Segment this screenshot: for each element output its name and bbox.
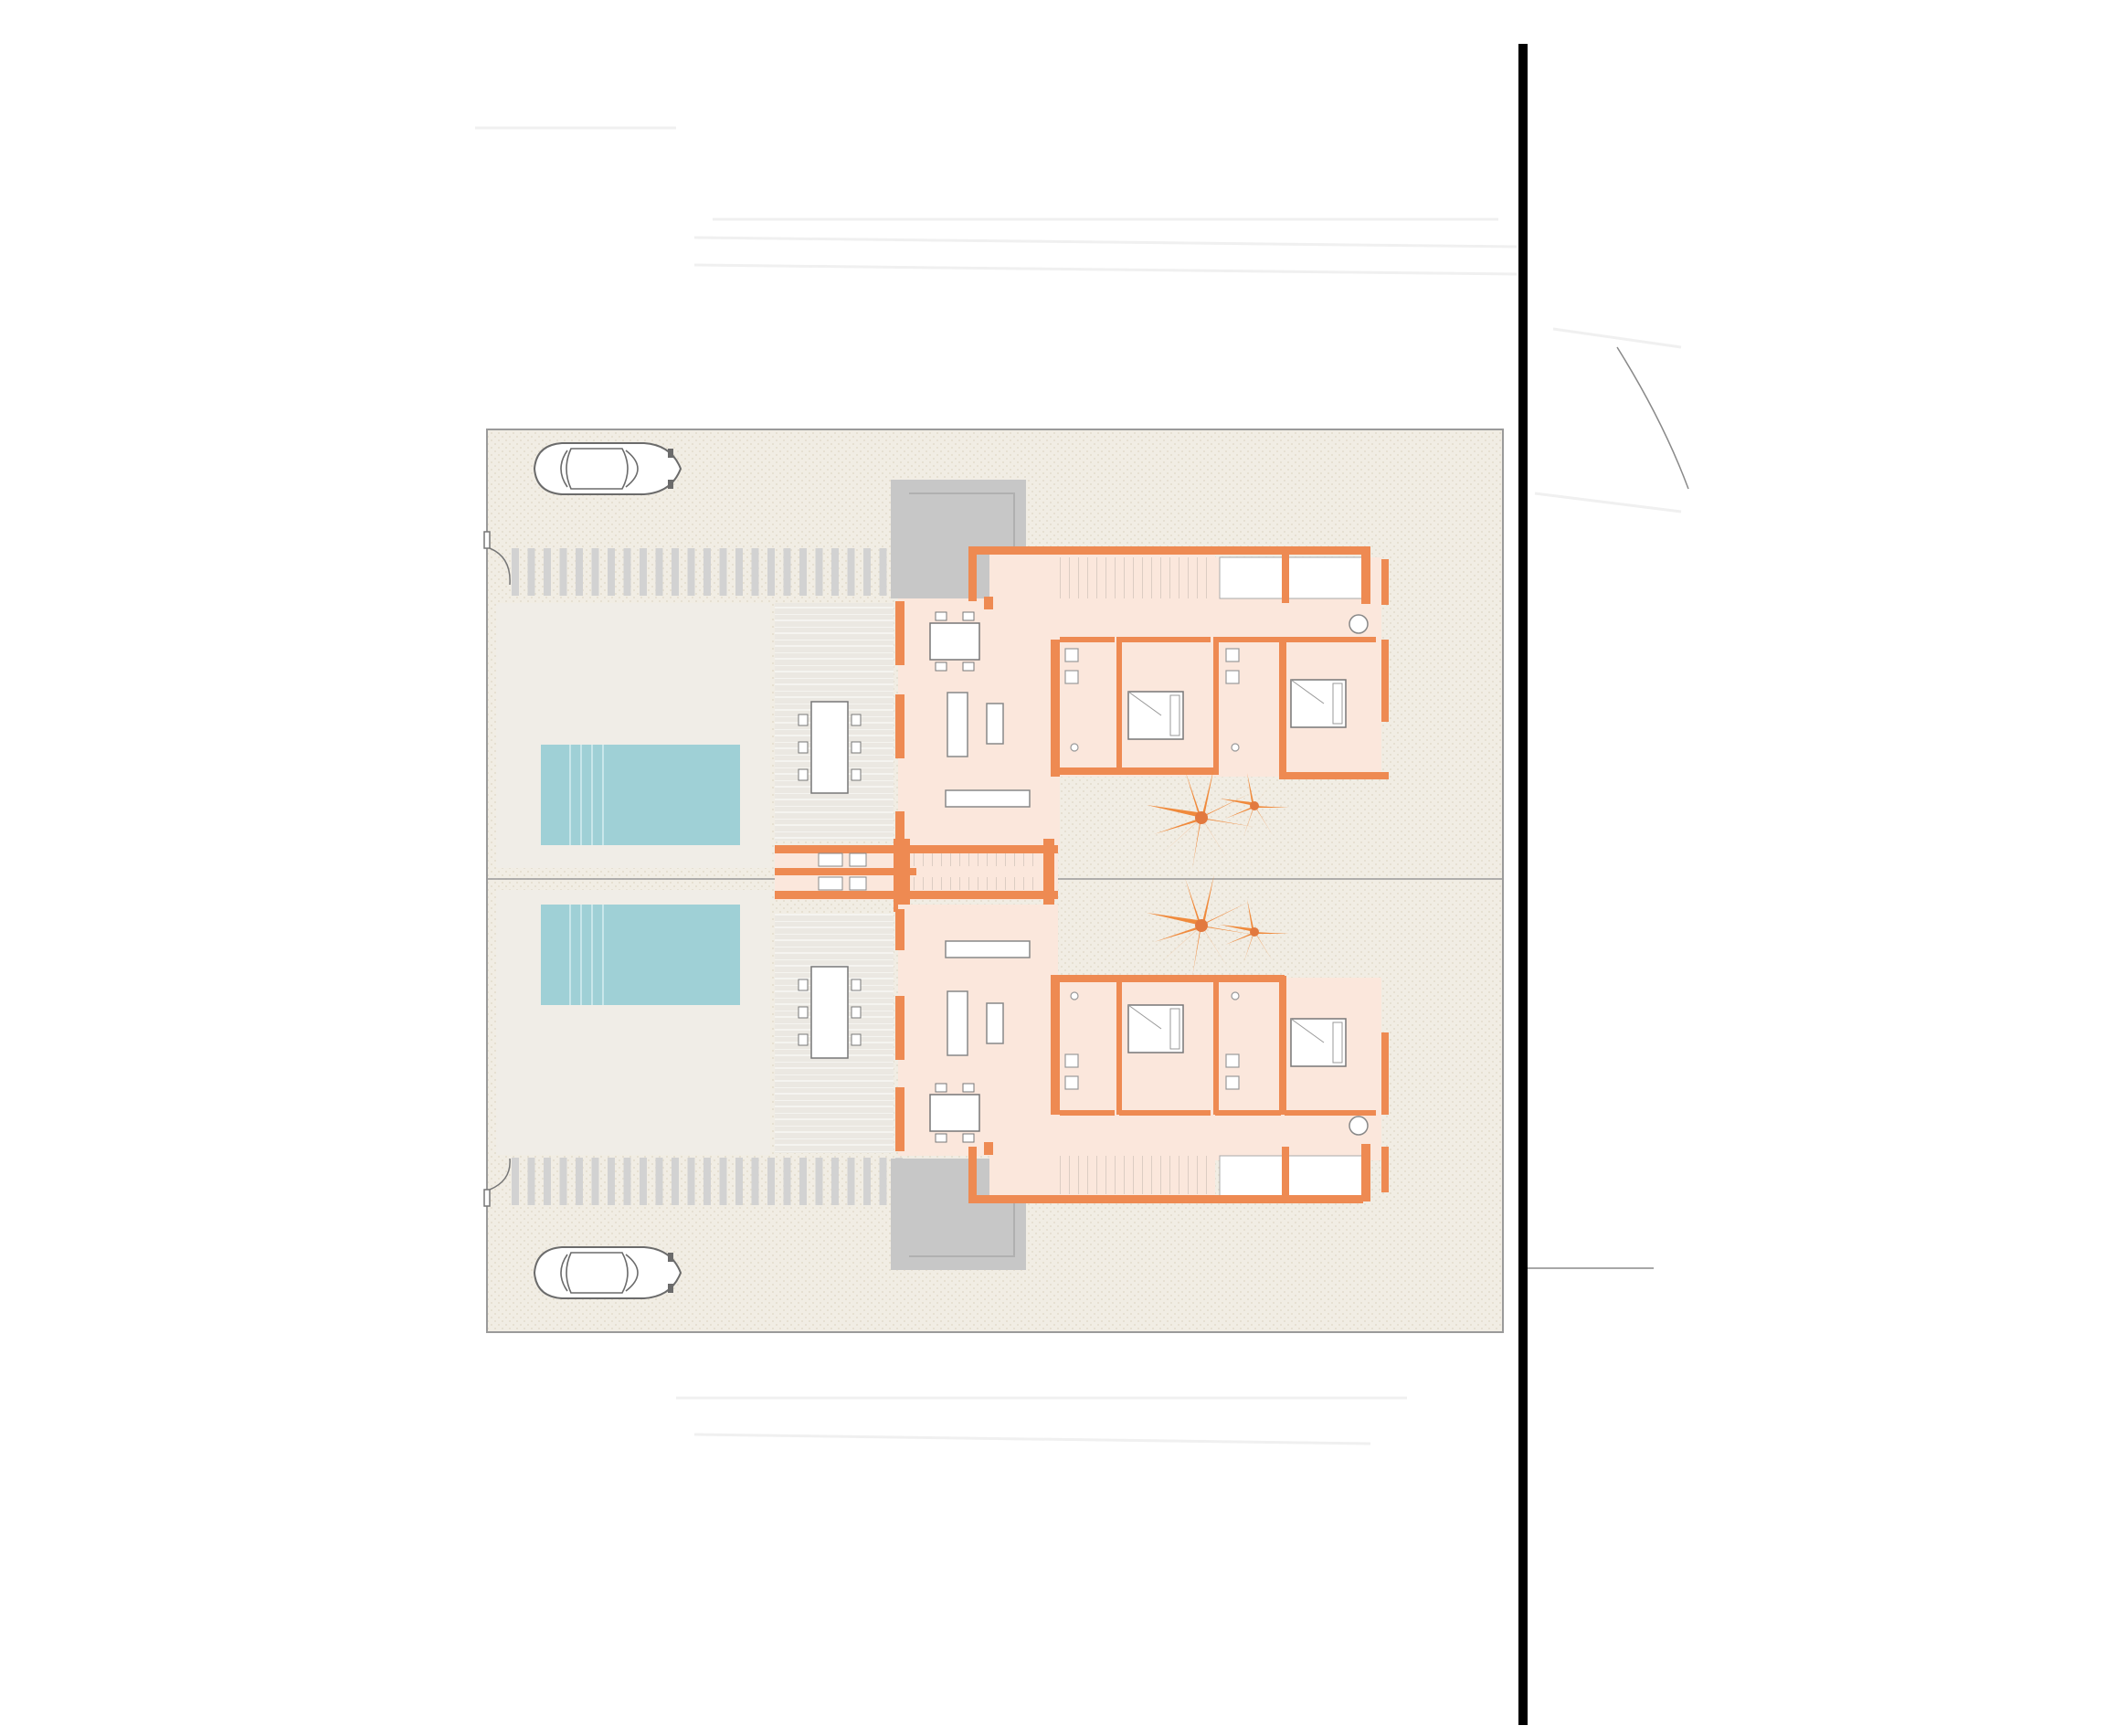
paving-stripe: [815, 548, 823, 596]
paving-stripe: [527, 1158, 535, 1205]
paving-stripes-upper: [512, 548, 903, 596]
bed-icon: [1290, 679, 1347, 728]
site-boundary-line: [1518, 44, 1528, 1725]
house-lower: [895, 905, 1389, 1203]
paving-stripe: [703, 548, 711, 596]
paving-stripe: [608, 548, 615, 596]
paving-stripe: [863, 548, 871, 596]
paving-stripe: [799, 548, 807, 596]
paving-stripe: [751, 548, 759, 596]
paving-stripe: [687, 548, 695, 596]
house-upper: [895, 546, 1389, 852]
paving-stripe: [544, 1158, 551, 1205]
paving-stripe: [640, 1158, 647, 1205]
paving-stripes-lower: [512, 1158, 903, 1205]
gate-upper: [483, 531, 511, 586]
paving-stripe: [576, 1158, 583, 1205]
paving-stripe: [799, 1158, 807, 1205]
bed-icon: [1290, 1018, 1347, 1067]
sofa: [947, 990, 968, 1056]
paving-stripe: [512, 548, 519, 596]
coffee-table: [986, 1002, 1004, 1044]
car-icon: [534, 1246, 682, 1299]
paving-stripe: [655, 548, 663, 596]
pool-upper: [541, 745, 740, 845]
paving-stripe: [559, 548, 567, 596]
plant-icon: [1349, 1116, 1369, 1136]
paving-stripe: [767, 548, 775, 596]
paving-stripe: [655, 1158, 663, 1205]
paving-stripe: [672, 548, 679, 596]
paving-stripe: [608, 1158, 615, 1205]
outdoor-table-upper: [798, 701, 862, 794]
kitchen-corridor: [775, 839, 1058, 912]
tv-unit: [945, 940, 1031, 958]
coffee-table: [986, 703, 1004, 745]
road-curve: [1616, 346, 1689, 490]
paving-stripe: [687, 1158, 695, 1205]
paving-stripe: [623, 548, 631, 596]
paving-stripe: [735, 1158, 743, 1205]
background-linework: [475, 126, 1682, 1445]
plant-icon: [1349, 614, 1369, 634]
paving-stripe: [735, 548, 743, 596]
paving-stripe: [591, 1158, 599, 1205]
paving-stripe: [527, 548, 535, 596]
sofa: [947, 692, 968, 757]
paving-stripe: [672, 1158, 679, 1205]
paving-stripe: [783, 548, 791, 596]
paving-stripe: [703, 1158, 711, 1205]
car-icon: [534, 442, 682, 495]
tv-unit: [945, 789, 1031, 808]
paving-stripe: [719, 548, 727, 596]
gate-lower: [483, 1158, 511, 1207]
paving-stripe: [623, 1158, 631, 1205]
paving-stripe: [719, 1158, 727, 1205]
paving-stripe: [512, 1158, 519, 1205]
ramp-lower: [891, 1159, 1026, 1270]
paving-stripe: [751, 1158, 759, 1205]
pool-lower: [541, 905, 740, 1005]
paving-stripe: [831, 1158, 839, 1205]
paving-stripe: [767, 1158, 775, 1205]
paving-stripe: [544, 548, 551, 596]
paving-stripe: [576, 548, 583, 596]
paving-stripe: [640, 548, 647, 596]
paving-stripe: [847, 1158, 855, 1205]
paving-stripe: [559, 1158, 567, 1205]
paving-stripe: [879, 1158, 887, 1205]
bed-icon: [1127, 1004, 1184, 1053]
paving-stripe: [591, 548, 599, 596]
paving-stripe: [815, 1158, 823, 1205]
paving-stripe: [863, 1158, 871, 1205]
paving-stripe: [783, 1158, 791, 1205]
paving-stripe: [831, 548, 839, 596]
paving-stripe: [847, 548, 855, 596]
paving-stripe: [879, 548, 887, 596]
outdoor-table-lower: [798, 966, 862, 1059]
bed-icon: [1127, 691, 1184, 740]
